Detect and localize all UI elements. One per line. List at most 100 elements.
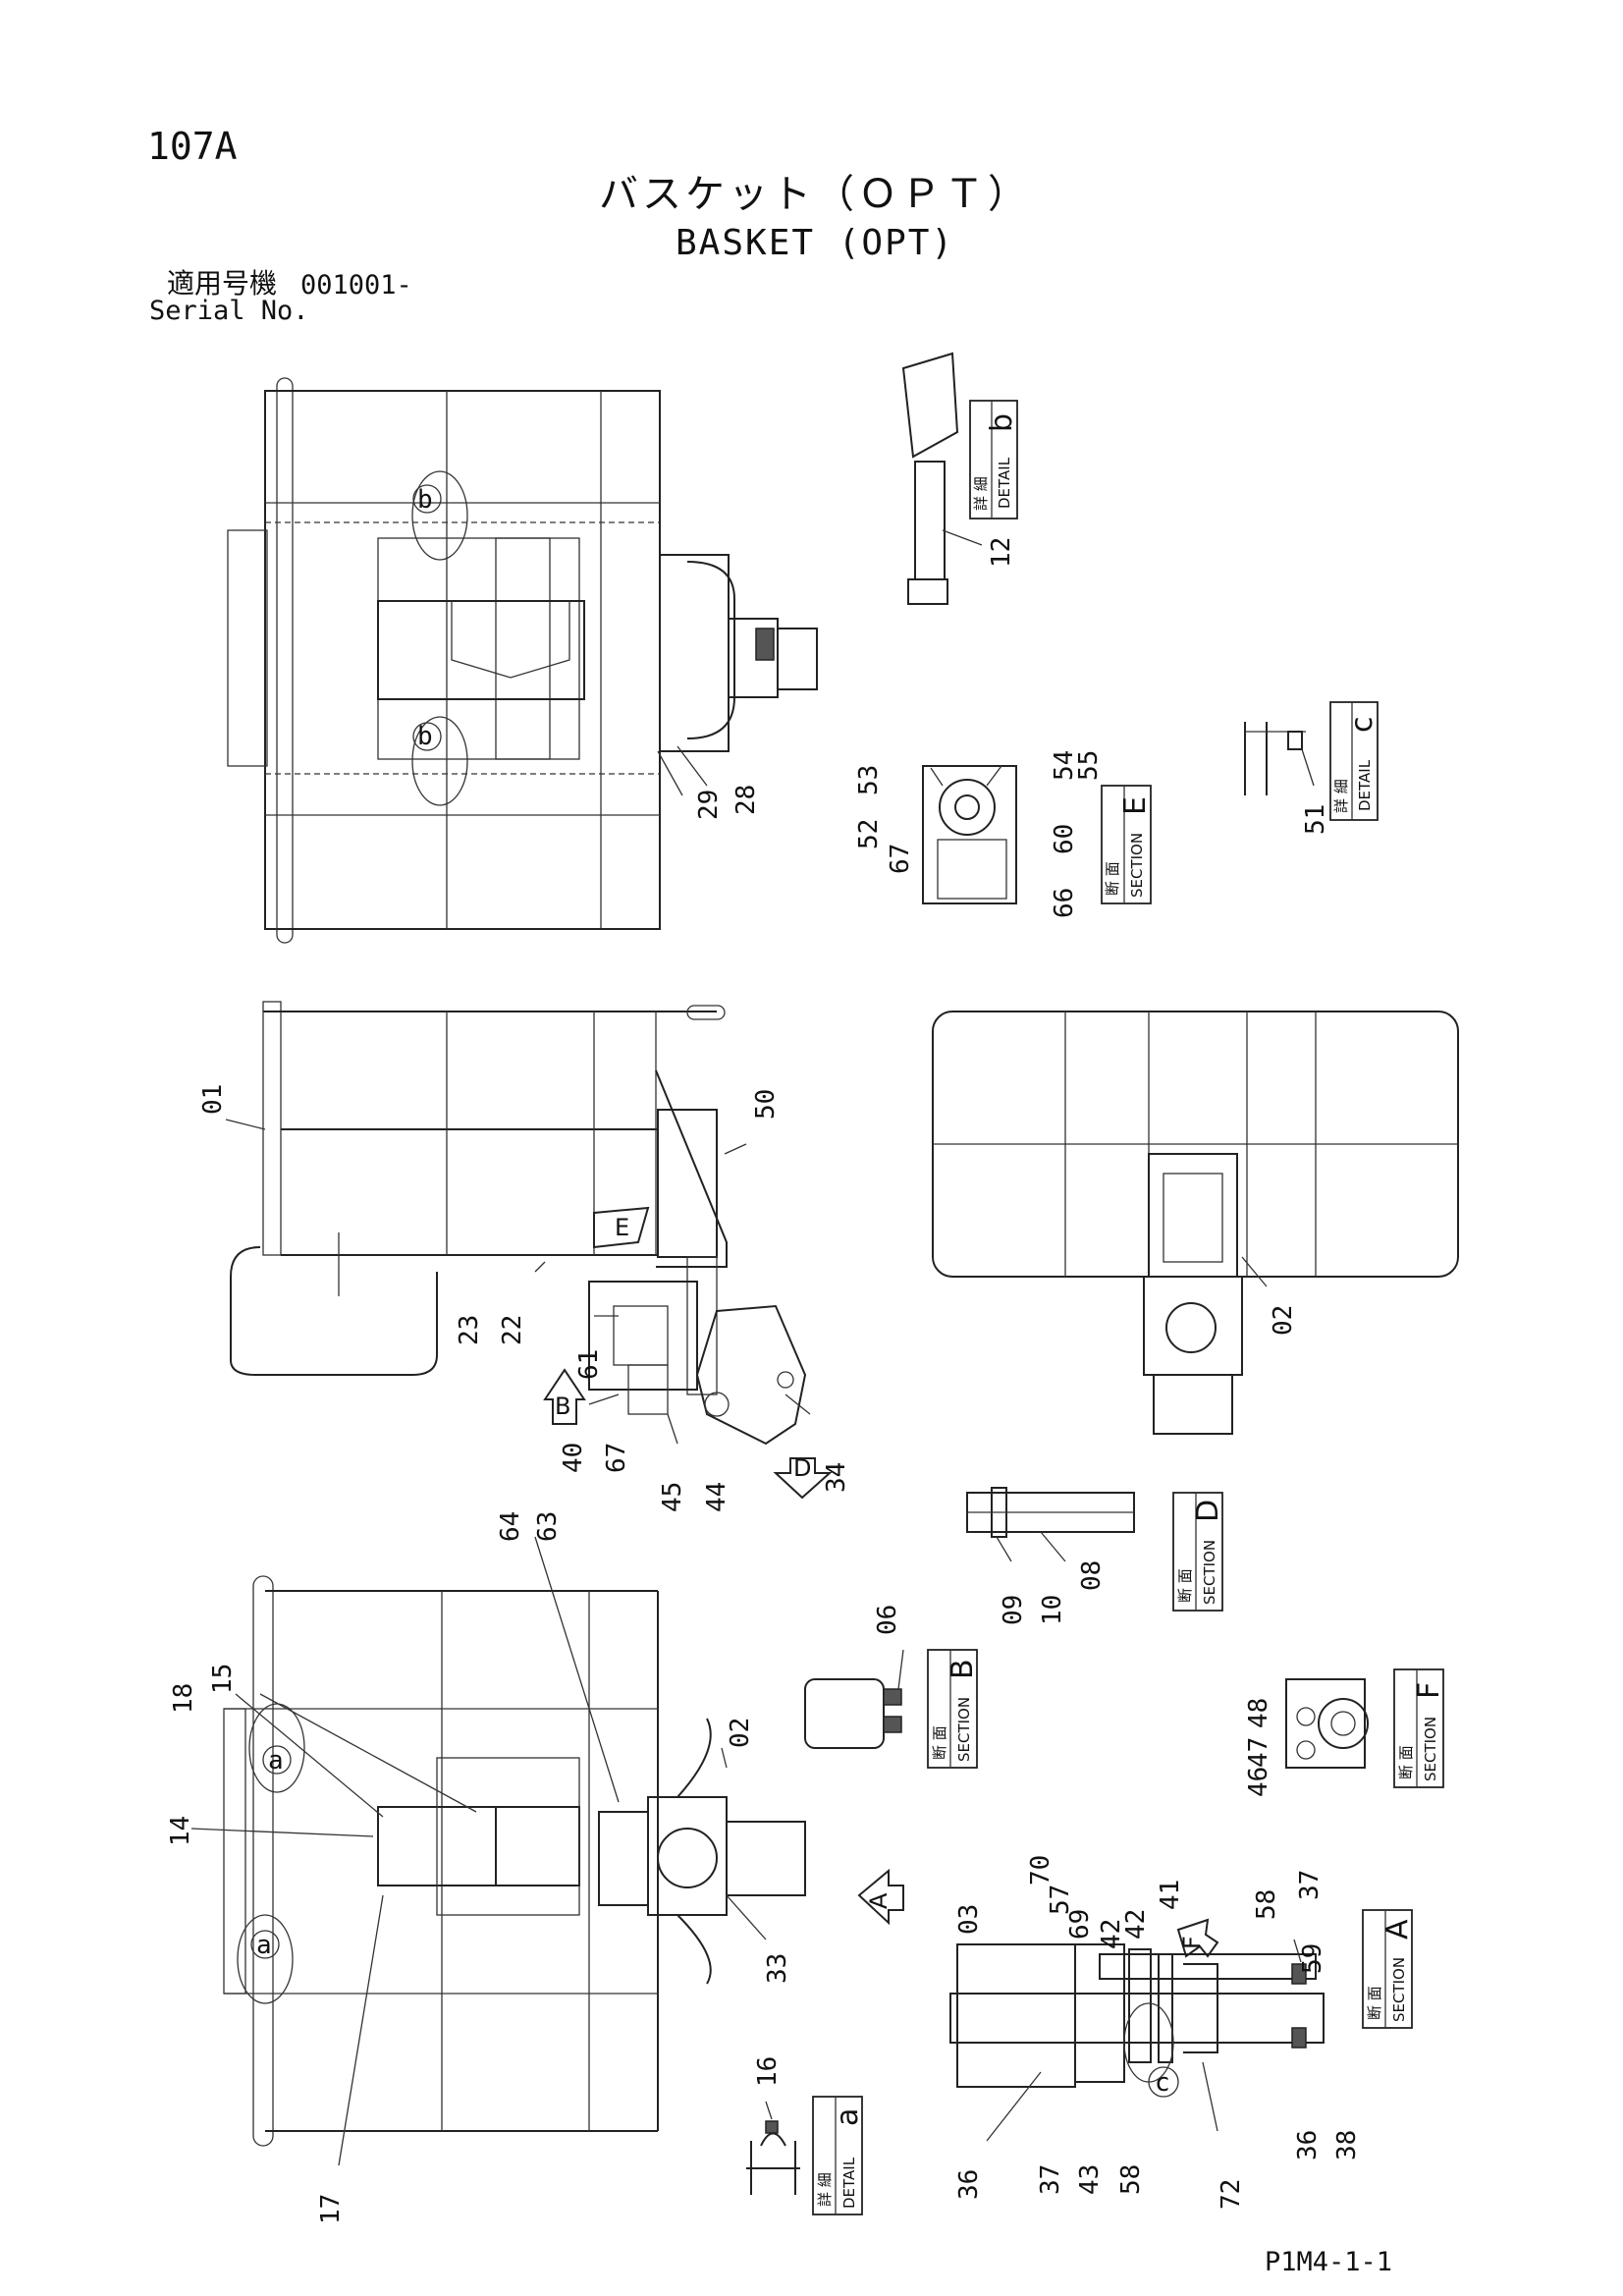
part-label: 61 — [574, 1349, 604, 1380]
view-label-word: DETAIL — [1356, 759, 1374, 811]
view-label-word: SECTION — [1201, 1540, 1218, 1605]
section-a: c F 03 70 57 69 42 42 41 58 37 59 36 37 … — [949, 1855, 1415, 2210]
part-label: 17 — [316, 2194, 346, 2224]
view-label-word: SECTION — [1422, 1717, 1439, 1781]
svg-text:D: D — [793, 1454, 811, 1482]
plan-view-drawing: a a 18 15 14 64 63 02 33 17 A — [166, 1511, 904, 2224]
svg-text:B: B — [555, 1393, 570, 1420]
part-label: 43 — [1075, 2164, 1105, 2195]
part-label: 08 — [1077, 1560, 1107, 1591]
part-label: 10 — [1038, 1595, 1067, 1625]
part-label: 64 — [496, 1511, 525, 1542]
detail-a: 16 詳 細 DETAIL a — [746, 2056, 865, 2215]
serial-label-japanese: 適用号機 — [167, 267, 278, 300]
section-b: 06 断 面 SECTION B — [804, 1605, 980, 1769]
part-label: 54 — [1050, 750, 1079, 781]
part-label: 53 — [854, 765, 884, 795]
part-label: 40 — [559, 1443, 588, 1473]
view-label-letter: F — [1412, 1682, 1446, 1699]
part-label: 66 — [1050, 888, 1079, 918]
svg-text:a: a — [268, 1746, 284, 1776]
part-label: 16 — [753, 2056, 783, 2087]
view-label-kanji: 詳 細 — [1332, 779, 1350, 813]
view-label-letter: b — [985, 413, 1019, 432]
part-label: 58 — [1116, 2164, 1146, 2195]
svg-text:E: E — [615, 1214, 629, 1241]
part-label: 41 — [1156, 1880, 1185, 1910]
part-label: 02 — [726, 1718, 755, 1748]
view-label-letter: A — [1380, 1919, 1415, 1940]
title-english: BASKET (OPT) — [676, 223, 955, 263]
part-label: 67 — [886, 844, 915, 874]
part-label: 72 — [1217, 2179, 1246, 2210]
view-label-kanji: 断 面 — [1104, 861, 1121, 896]
part-label: 14 — [166, 1816, 195, 1846]
detail-c: 51 詳 細 DETAIL c — [1244, 701, 1380, 835]
part-label: 46 — [1244, 1767, 1273, 1797]
top-view-drawing: b b 29 28 — [227, 377, 818, 944]
part-label: 12 — [987, 537, 1016, 568]
part-label: 02 — [1269, 1305, 1298, 1336]
view-label-kanji: 断 面 — [1397, 1745, 1415, 1779]
view-label-word: DETAIL — [996, 457, 1013, 509]
part-label: 22 — [498, 1315, 527, 1345]
part-label: 58 — [1252, 1889, 1281, 1920]
detail-b: 12 詳 細 DETAIL b — [901, 352, 1019, 605]
part-label: 47 — [1244, 1737, 1273, 1768]
serial-number-value: 001001- — [300, 270, 412, 301]
part-label: 48 — [1244, 1698, 1273, 1728]
svg-text:b: b — [417, 722, 433, 751]
part-label: 59 — [1298, 1943, 1327, 1974]
part-label: 69 — [1065, 1909, 1095, 1940]
part-label: 44 — [702, 1482, 731, 1512]
part-label: 70 — [1026, 1855, 1055, 1886]
section-e: 52 53 54 55 67 60 66 断 面 SECTION E — [854, 750, 1153, 918]
section-d: 09 10 08 断 面 SECTION D — [966, 1487, 1225, 1625]
part-label: 45 — [658, 1482, 687, 1512]
part-label: 29 — [694, 790, 724, 820]
view-label-word: SECTION — [955, 1697, 973, 1762]
part-label: 36 — [954, 2169, 984, 2200]
svg-text:F: F — [1178, 1936, 1206, 1949]
part-label: 33 — [763, 1953, 792, 1984]
part-label: 60 — [1050, 824, 1079, 854]
part-label: 42 — [1097, 1919, 1126, 1949]
part-label: 01 — [198, 1084, 228, 1115]
view-label-word: SECTION — [1128, 833, 1146, 898]
view-label-kanji: 詳 細 — [972, 476, 990, 511]
part-label: 50 — [751, 1089, 781, 1120]
view-label-letter: c — [1345, 717, 1380, 734]
page-code: P1M4-1-1 — [1265, 2247, 1393, 2277]
part-label: 38 — [1332, 2130, 1362, 2160]
page-number: 107A — [147, 125, 238, 168]
part-label: 57 — [1046, 1885, 1075, 1915]
svg-text:c: c — [1155, 2068, 1170, 2098]
part-label: 18 — [169, 1683, 198, 1714]
part-label: 37 — [1295, 1870, 1325, 1900]
view-label-letter: E — [1118, 796, 1153, 815]
view-label-kanji: 断 面 — [1366, 1986, 1383, 2020]
side-view-drawing: E B D 01 50 23 22 61 40 67 45 44 34 — [198, 1001, 851, 1512]
part-label: 55 — [1074, 750, 1104, 781]
part-label: 52 — [854, 819, 884, 849]
front-view-drawing: 02 — [932, 1011, 1459, 1435]
title-japanese: バスケット（ＯＰＴ） — [599, 172, 1031, 217]
part-label: 51 — [1301, 804, 1330, 835]
svg-text:b: b — [417, 485, 433, 515]
view-label-kanji: 断 面 — [1176, 1568, 1194, 1603]
part-label: 06 — [873, 1605, 902, 1635]
part-label: 09 — [999, 1595, 1028, 1625]
part-label: 03 — [954, 1904, 984, 1935]
svg-text:A: A — [865, 1892, 893, 1909]
part-label: 15 — [208, 1664, 238, 1694]
part-label: 34 — [822, 1462, 851, 1493]
part-label: 23 — [455, 1315, 484, 1345]
section-f: 48 47 46 断 面 SECTION F — [1244, 1668, 1446, 1797]
part-label: 28 — [731, 785, 761, 815]
part-label: 42 — [1121, 1909, 1151, 1940]
serial-label-english: Serial No. — [149, 296, 309, 326]
view-label-word: DETAIL — [840, 2157, 858, 2209]
view-label-kanji: 詳 細 — [816, 2172, 834, 2207]
